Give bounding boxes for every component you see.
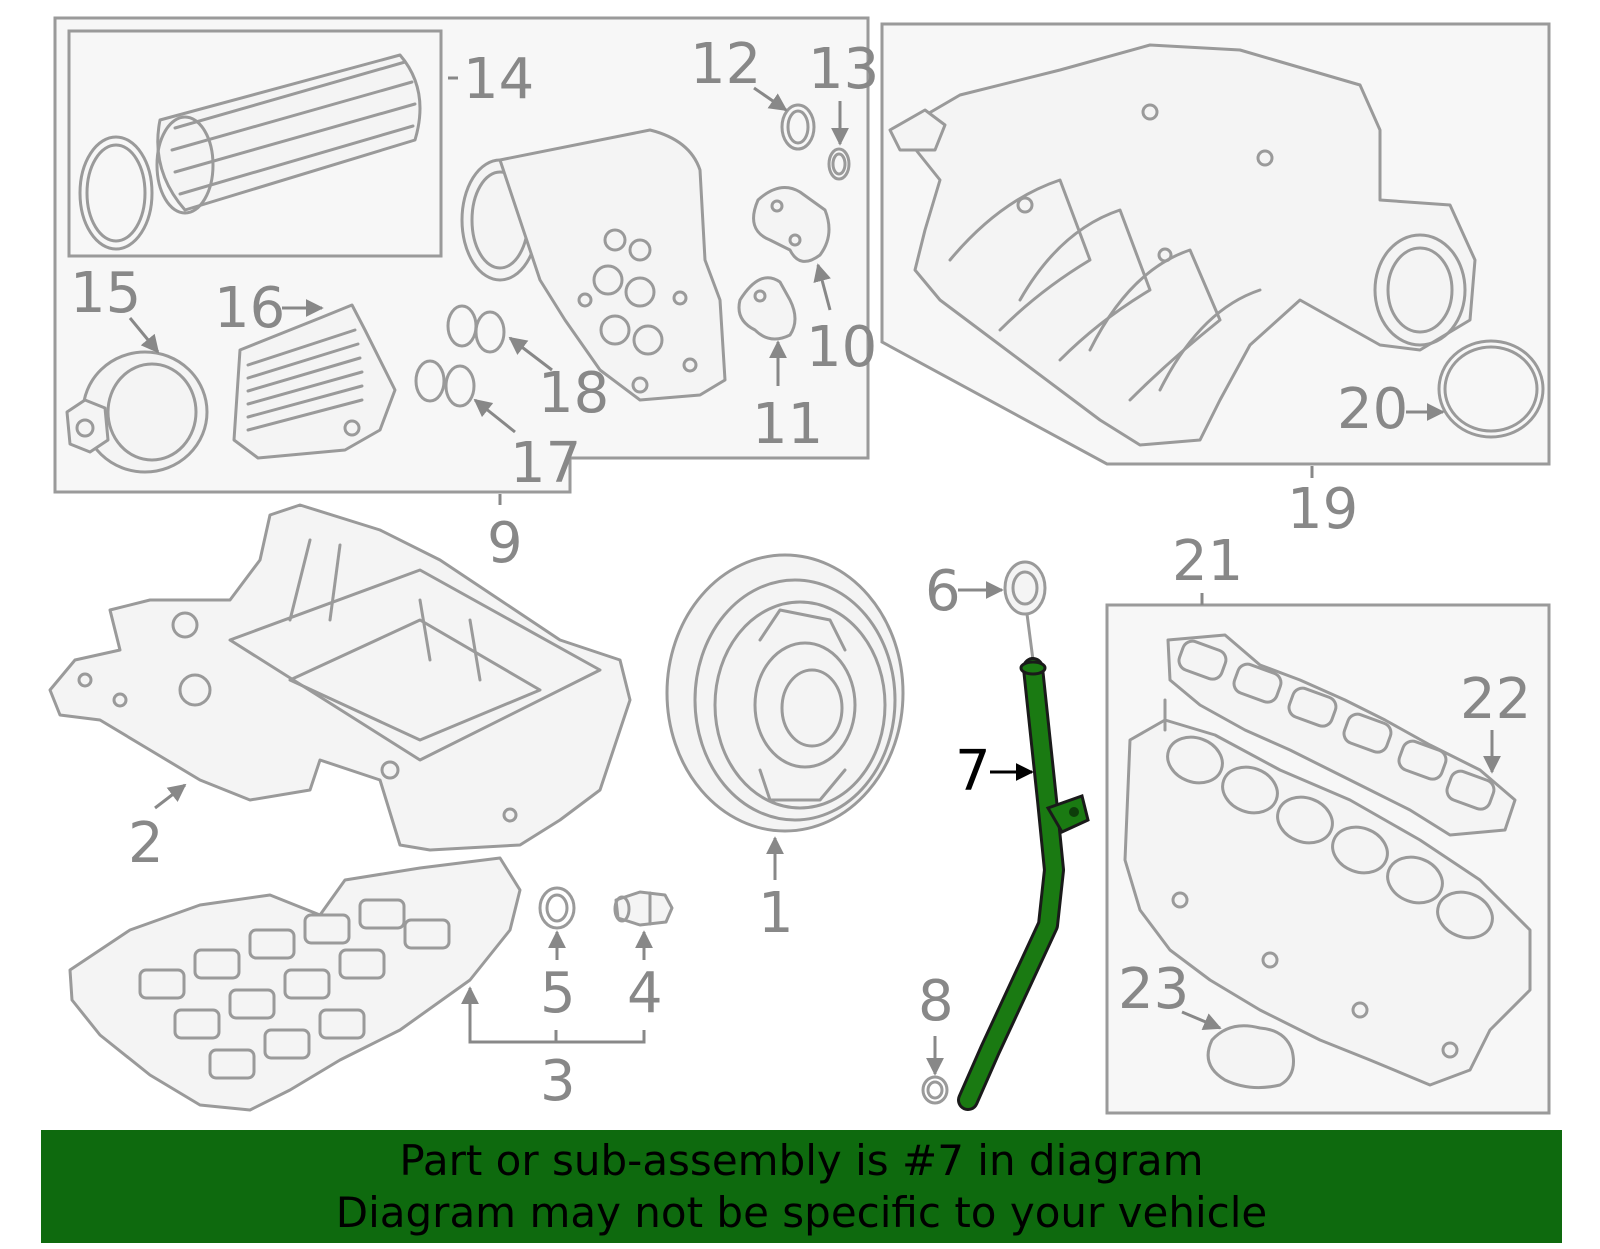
part-17-seals bbox=[414, 359, 476, 408]
callout-19: 19 bbox=[1287, 477, 1358, 542]
callout-4: 4 bbox=[627, 961, 663, 1026]
part-8-o-ring bbox=[921, 1075, 949, 1105]
callout-17: 17 bbox=[510, 431, 581, 496]
callout-5: 5 bbox=[540, 961, 576, 1026]
callout-12: 12 bbox=[690, 32, 761, 97]
part-6-dipstick bbox=[1003, 560, 1047, 662]
callout-7: 7 bbox=[955, 739, 991, 804]
callout-13: 13 bbox=[808, 37, 879, 102]
callout-1: 1 bbox=[758, 881, 794, 946]
info-banner: Part or sub-assembly is #7 in diagram Di… bbox=[41, 1130, 1562, 1243]
leader-lines bbox=[128, 76, 1501, 1076]
callout-23: 23 bbox=[1118, 957, 1189, 1022]
part-2-upper-oil-pan bbox=[48, 503, 632, 852]
callout-6: 6 bbox=[925, 559, 961, 624]
part-10-gasket bbox=[752, 186, 831, 263]
part-20-throttle-gasket bbox=[1437, 339, 1545, 439]
part-23-gasket bbox=[1206, 1024, 1295, 1090]
callout-3: 3 bbox=[540, 1049, 576, 1114]
callout-14: 14 bbox=[463, 47, 534, 112]
part-13-o-ring bbox=[827, 147, 851, 181]
filter-housing bbox=[460, 128, 727, 402]
part-3-lower-oil-pan bbox=[68, 856, 522, 1112]
part-4-drain-plug bbox=[613, 890, 674, 927]
part-21-lower-intake bbox=[1123, 698, 1532, 1087]
part-19-intake-manifold bbox=[888, 43, 1477, 447]
callout-10: 10 bbox=[806, 315, 877, 380]
callout-11: 11 bbox=[752, 392, 823, 457]
banner-line-part: Part or sub-assembly is #7 in diagram bbox=[399, 1135, 1204, 1185]
part-18-seals bbox=[446, 304, 506, 354]
part-12-o-ring bbox=[780, 103, 816, 151]
part-5-washer bbox=[538, 886, 576, 930]
callout-15: 15 bbox=[70, 261, 141, 326]
banner-line-disclaimer: Diagram may not be specific to your vehi… bbox=[335, 1187, 1268, 1237]
callout-2: 2 bbox=[128, 811, 164, 876]
part-1-crank-pulley bbox=[665, 553, 905, 833]
part-7-dipstick-tube bbox=[957, 657, 1090, 1111]
callout-labels: 14 12 13 15 16 10 18 11 17 9 20 19 21 6 … bbox=[70, 32, 1531, 1114]
callout-22: 22 bbox=[1460, 667, 1531, 732]
part-14-oil-filter-element bbox=[78, 53, 422, 251]
callout-9: 9 bbox=[487, 511, 523, 576]
callout-20: 20 bbox=[1337, 377, 1408, 442]
part-15-filter-cap bbox=[65, 350, 209, 474]
callout-18: 18 bbox=[538, 361, 609, 426]
part-11-gasket bbox=[737, 276, 797, 341]
callout-8: 8 bbox=[918, 969, 954, 1034]
callout-16: 16 bbox=[214, 276, 285, 341]
part-16-oil-cooler bbox=[232, 303, 397, 460]
callout-21: 21 bbox=[1172, 529, 1243, 594]
part-22-manifold-gasket bbox=[1166, 633, 1517, 837]
